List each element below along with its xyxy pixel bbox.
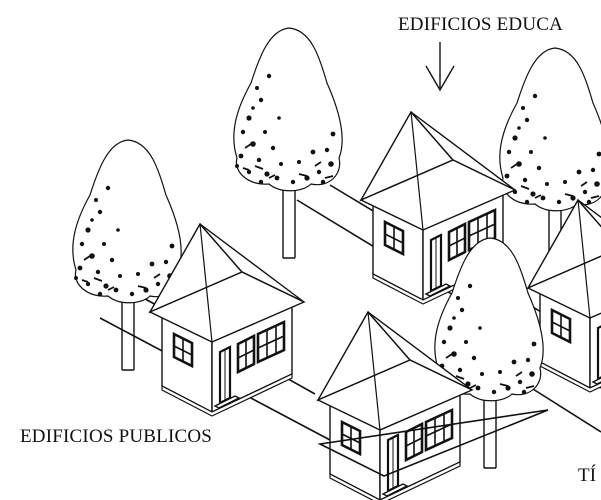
tree-icon bbox=[232, 27, 344, 259]
public-buildings-label: EDIFICIOS PUBLICOS bbox=[20, 426, 213, 447]
down-arrow-icon bbox=[426, 42, 454, 90]
educational-buildings-label: EDIFICIOS EDUCA bbox=[398, 14, 564, 35]
lot-outline bbox=[320, 410, 548, 476]
partial-label: TÍ bbox=[578, 465, 597, 486]
